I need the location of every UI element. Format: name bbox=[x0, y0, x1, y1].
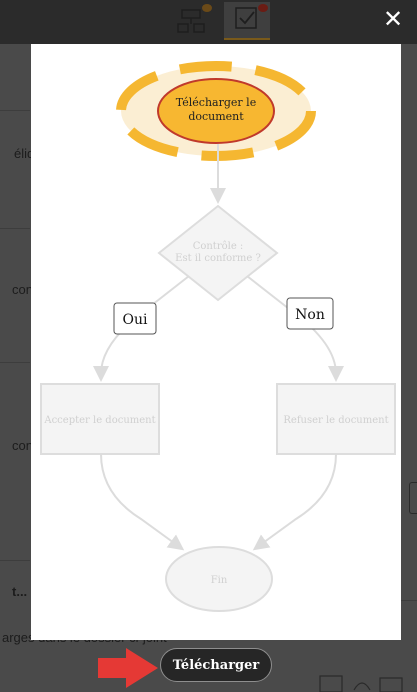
reject-node[interactable] bbox=[276, 383, 396, 455]
yes-label-box bbox=[113, 302, 157, 335]
diagram-icon bbox=[177, 9, 205, 33]
background-tab-icons bbox=[168, 2, 278, 40]
checkbox-icon bbox=[235, 7, 257, 29]
background-text: t... bbox=[12, 584, 28, 599]
end-node[interactable] bbox=[165, 546, 273, 612]
start-node-label: document bbox=[188, 110, 244, 123]
no-label: Non bbox=[295, 307, 325, 323]
tab-checklist[interactable] bbox=[224, 2, 270, 40]
badge-dot bbox=[258, 4, 268, 12]
connector-arrow bbox=[100, 453, 185, 551]
divider bbox=[0, 560, 30, 561]
background-text: con bbox=[12, 282, 33, 297]
divider bbox=[0, 362, 30, 363]
divider bbox=[0, 228, 30, 229]
start-node-label: Télécharger le bbox=[176, 96, 256, 109]
background-text: élid bbox=[14, 146, 35, 161]
background-text: con bbox=[12, 438, 33, 453]
flowchart-modal: Télécharger le document Contrôle : Est i… bbox=[31, 44, 401, 640]
decision-node-label: Contrôle : bbox=[193, 241, 244, 252]
divider bbox=[0, 110, 30, 111]
reject-node-label: Refuser le document bbox=[283, 415, 388, 426]
tab-diagram[interactable] bbox=[168, 2, 214, 38]
download-button[interactable]: Télécharger bbox=[160, 648, 272, 682]
accept-node-label: Accepter le document bbox=[43, 415, 155, 426]
connector-arrow bbox=[252, 453, 337, 551]
background-control bbox=[409, 482, 417, 514]
yes-label: Oui bbox=[123, 312, 148, 328]
start-node[interactable] bbox=[157, 78, 275, 144]
end-node-label: Fin bbox=[211, 575, 228, 586]
accept-node[interactable] bbox=[40, 383, 160, 455]
close-icon[interactable]: ✕ bbox=[382, 5, 404, 33]
divider bbox=[397, 600, 417, 601]
flowchart-diagram: Télécharger le document Contrôle : Est i… bbox=[40, 61, 396, 612]
no-label-box bbox=[286, 297, 334, 330]
badge-dot bbox=[202, 4, 212, 12]
decision-node-label: Est il conforme ? bbox=[175, 253, 261, 264]
pointer-arrow-icon bbox=[98, 648, 158, 688]
background-bottom-icons bbox=[319, 675, 403, 692]
